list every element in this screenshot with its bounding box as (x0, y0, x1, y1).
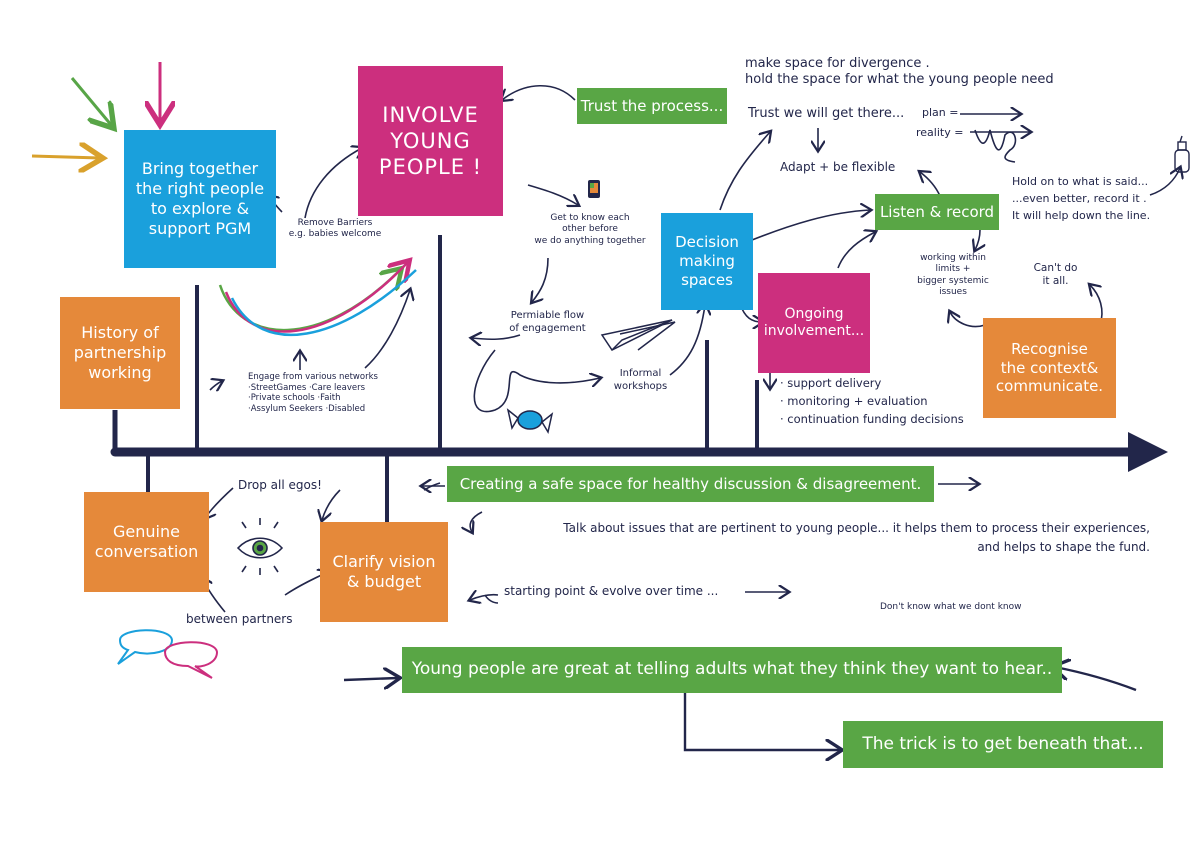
divergence-note: make space for divergence . hold the spa… (745, 56, 1054, 88)
clarify-vision-box: Clarify vision & budget (320, 522, 448, 622)
trick-banner: The trick is to get beneath that... (843, 721, 1163, 768)
cant-do-note: Can't do it all. (1033, 262, 1078, 288)
adapt-note: Adapt + be flexible (780, 160, 896, 174)
spray-bottle-icon (1174, 135, 1190, 173)
talk-about-note: Talk about issues that are pertinent to … (563, 521, 1150, 555)
permeable-flow-note: Permiable flow of engagement (509, 310, 586, 334)
starting-point-note: starting point & evolve over time ... (504, 584, 719, 598)
reality-note: reality = (916, 126, 964, 139)
genuine-conversation-box: Genuine conversation (84, 492, 209, 592)
get-to-know-note: Get to know each other before we do anyt… (534, 213, 646, 246)
dont-know-note: Don't know what we dont know (880, 602, 1022, 612)
engage-networks-note: Engage from various networks ·StreetGame… (248, 372, 378, 414)
recognise-context-box: Recognise the context& communicate. (983, 318, 1116, 418)
working-within-note: working within limits + bigger systemic … (917, 253, 989, 297)
speech-bubbles-icon (117, 629, 219, 679)
informal-workshops-note: Informal workshops (613, 368, 668, 392)
hold-on-note: Hold on to what is said... ...even bette… (1012, 175, 1151, 223)
green-arrow (70, 77, 112, 126)
history-partnership-box: History of partnership working (60, 297, 180, 409)
timeline (110, 235, 1168, 525)
involve-young-people-box: INVOLVE YOUNG PEOPLE ! (358, 66, 503, 216)
plan-note: plan = (922, 106, 959, 119)
paper-plane-icon (600, 319, 673, 351)
remove-barriers-note: Remove Barriers e.g. babies welcome (288, 218, 382, 240)
young-people-banner: Young people are great at telling adults… (402, 647, 1062, 693)
listen-and-record-label: Listen & record (875, 194, 999, 230)
trust-the-process-label: Trust the process... (577, 88, 727, 124)
phone-icon (588, 180, 600, 198)
connector-arrows (202, 84, 1180, 750)
eye-icon (236, 518, 284, 575)
bring-together-box: Bring together the right people to explo… (124, 130, 276, 268)
gold-arrow (31, 156, 100, 158)
decision-making-spaces-box: Decision making spaces (661, 213, 753, 310)
drop-egos-note: Drop all egos! (238, 478, 322, 492)
between-partners-note: between partners (186, 612, 293, 626)
trust-get-there-note: Trust we will get there... (748, 106, 905, 121)
candy-icon (506, 408, 554, 434)
ongoing-involvement-box: Ongoing involvement... (758, 273, 870, 373)
reality-scribble (974, 129, 1017, 163)
rising-curves-icon (218, 262, 417, 337)
ongoing-list-note: · support delivery · monitoring + evalua… (780, 376, 964, 426)
safe-space-banner: Creating a safe space for healthy discus… (447, 466, 934, 502)
